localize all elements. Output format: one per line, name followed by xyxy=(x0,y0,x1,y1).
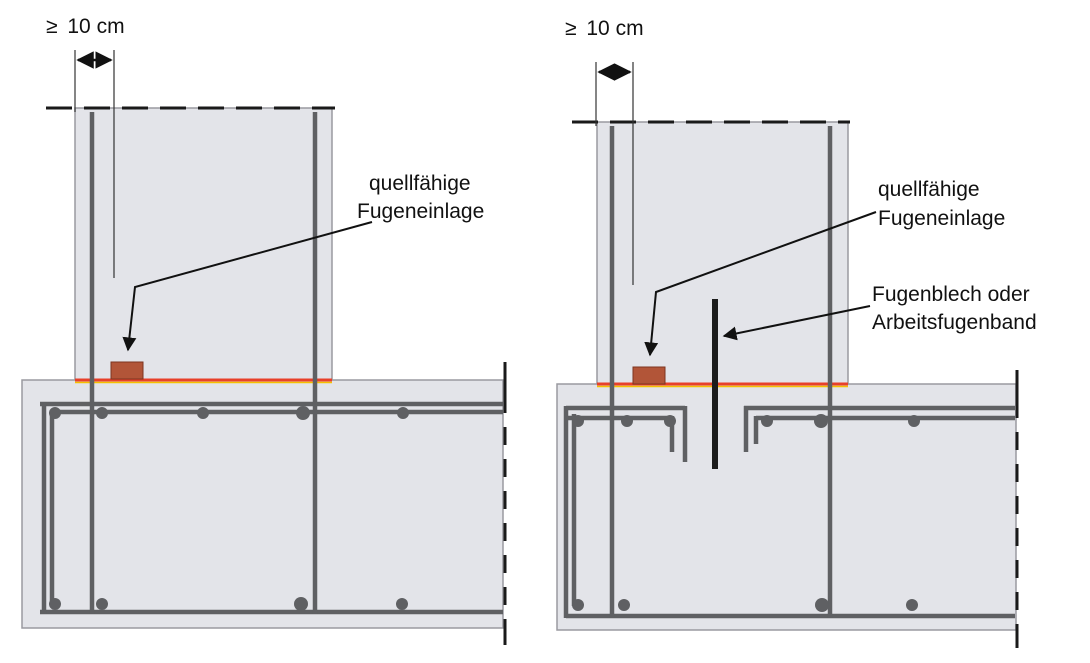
right-swelling-strip xyxy=(632,366,666,385)
left-dimension: ≥ 10 cm xyxy=(46,15,125,278)
right-rebar-dots xyxy=(572,414,920,612)
right-sheet-label-line1: Fugenblech oder xyxy=(872,283,1030,306)
left-slab-rebar xyxy=(40,401,503,615)
left-strip-label-line2: Fugeneinlage xyxy=(357,200,484,223)
right-detail: ≥ 10 cm quellfähige Fugeneinlage Fugenbl… xyxy=(556,17,1037,648)
right-dimension-value: 10 cm xyxy=(586,17,643,40)
left-rebar-dots xyxy=(49,406,409,611)
left-detail: ≥ 10 cm quellfähige Fugeneinlage xyxy=(21,15,507,645)
left-dimension-value: 10 cm xyxy=(67,15,124,38)
right-strip-leader-arrow xyxy=(644,211,877,357)
right-wall-rebar xyxy=(609,126,833,618)
right-slab-rebar xyxy=(563,405,1015,619)
svg-text:≥ 10 cm: ≥ 10 cm xyxy=(46,15,125,38)
right-slab-concrete xyxy=(556,383,1017,631)
right-strip-label-line2: Fugeneinlage xyxy=(878,207,1005,230)
right-joint-sheet xyxy=(712,299,718,469)
left-wall-rebar xyxy=(89,112,318,614)
left-swelling-strip xyxy=(110,361,144,380)
left-slab-concrete xyxy=(21,379,504,629)
left-dimension-prefix: ≥ xyxy=(46,15,58,38)
svg-text:≥ 10 cm: ≥ 10 cm xyxy=(565,17,644,40)
right-dimension: ≥ 10 cm xyxy=(565,17,644,285)
right-dimension-prefix: ≥ xyxy=(565,17,577,40)
left-strip-leader-arrow xyxy=(122,221,373,352)
right-wall-concrete xyxy=(596,121,849,385)
right-strip-label-line1: quellfähige xyxy=(878,178,980,201)
right-sheet-label-line2: Arbeitsfugenband xyxy=(872,311,1037,334)
right-sheet-leader-arrow xyxy=(722,305,871,341)
left-strip-label-line1: quellfähige xyxy=(369,172,471,195)
